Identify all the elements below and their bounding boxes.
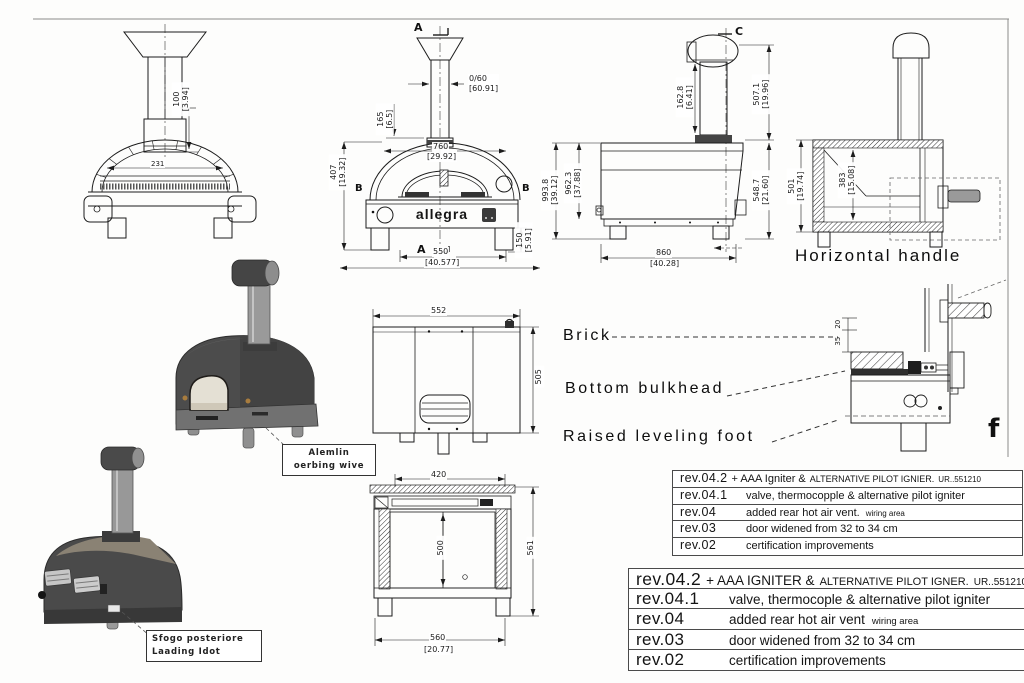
- dim-side-right-top: 507.1[19.96]: [751, 74, 771, 115]
- table-row: rev.04.1 valve, thermocopple & alternati…: [673, 486, 1022, 504]
- table-row: rev.04 added rear hot air vent wiring ar…: [629, 608, 1024, 628]
- side-view: [552, 28, 774, 263]
- table-row: rev.04.1 valve, thermocople & alternativ…: [629, 588, 1024, 608]
- dim-base-right: 561: [526, 536, 536, 559]
- dim-side-left-outer: 993.8[39.12]: [540, 170, 560, 211]
- table-row: rev.03 door widened from 32 to 34 cm: [629, 628, 1024, 649]
- section-marker-b-left: B: [355, 183, 363, 194]
- dim-section-inner: 383[15.08]: [837, 162, 857, 199]
- section-marker-b-right: B: [522, 183, 530, 194]
- dim-front-height: 407[19.32]: [328, 154, 348, 191]
- dim-side-depth-in: [40.28]: [649, 259, 681, 269]
- dim-side-right-low: 548.7[21.60]: [751, 170, 771, 211]
- dim-base-mid: 500: [436, 535, 446, 560]
- revision-table-small: rev.04.2 + AAA Igniter & ALTERNATIVE PIL…: [672, 470, 1023, 556]
- table-row: rev.03 door widened from 32 to 34 cm: [673, 520, 1022, 537]
- section-marker-a-top: A: [414, 21, 423, 34]
- dim-dome-width-in: [29.92]: [426, 152, 458, 162]
- dim-rear-width: 552: [430, 306, 448, 316]
- dim-detail-a: 20: [833, 319, 842, 329]
- dim-base-bottom: 560: [429, 633, 447, 643]
- table-row: rev.04.2 + AAA IGNITER & ALTERNATIVE PIL…: [636, 569, 1024, 589]
- front-view: [340, 26, 540, 271]
- table-row: rev.02 certification improvements: [629, 648, 1024, 669]
- table-row: rev.02 certification improvements: [673, 537, 1022, 554]
- revision-table-large: rev.04.2 + AAA IGNITER & ALTERNATIVE PIL…: [628, 568, 1024, 671]
- table-row: rev.04.2 + AAA Igniter & ALTERNATIVE PIL…: [680, 471, 981, 485]
- label-horizontal-handle: Horizontal handle: [795, 246, 962, 265]
- dim-section-left: 501[19.74]: [786, 168, 806, 205]
- dim-base-bottom-in: [20.77]: [423, 645, 455, 655]
- callout-raised-leveling-foot: Raised leveling foot: [563, 428, 755, 445]
- dim-foot-height: 150[5.91]: [514, 222, 534, 259]
- callout-bottom-bulkhead: Bottom bulkhead: [565, 380, 725, 397]
- detail-section-view: [612, 279, 1007, 452]
- dim-side-chimney: 162.8[6.41]: [675, 77, 695, 118]
- dim-side-left-inner: 962.3[37.88]: [563, 163, 583, 204]
- table-row: rev.04 added rear hot air vent. wiring a…: [673, 503, 1022, 521]
- dim-detail-b: 35: [833, 336, 842, 346]
- section-marker-c: C: [735, 25, 744, 38]
- sheet-border: [33, 18, 1009, 457]
- dim-base-top: 420: [430, 470, 448, 480]
- callout-brick: Brick: [563, 327, 612, 344]
- dim-cap-height: 165[6.5]: [375, 103, 395, 136]
- dim-dome-width: 760: [432, 142, 450, 152]
- render-front-3d: [175, 259, 319, 449]
- handle-section-view: [796, 32, 1001, 248]
- detail-marker-f: f: [988, 414, 1000, 444]
- front-section-view: [83, 24, 257, 239]
- dim-rear-height: 505: [534, 365, 544, 388]
- dim-chimney-offset: 100[3.94]: [171, 82, 191, 117]
- rear-view: [372, 309, 539, 455]
- dim-base-width-in: [40.577]: [424, 258, 461, 268]
- render-rear-3d: [38, 446, 183, 637]
- dim-flue-diameter: 0/60[60.91]: [468, 74, 500, 94]
- dim-base-width: 550: [432, 247, 450, 257]
- base-section-view: [369, 474, 539, 646]
- brand-logo-text: allegra: [415, 206, 469, 222]
- dim-side-depth: 860: [655, 248, 673, 258]
- dim-inner-width: 231: [150, 160, 166, 169]
- section-marker-a-bottom: A: [417, 243, 426, 256]
